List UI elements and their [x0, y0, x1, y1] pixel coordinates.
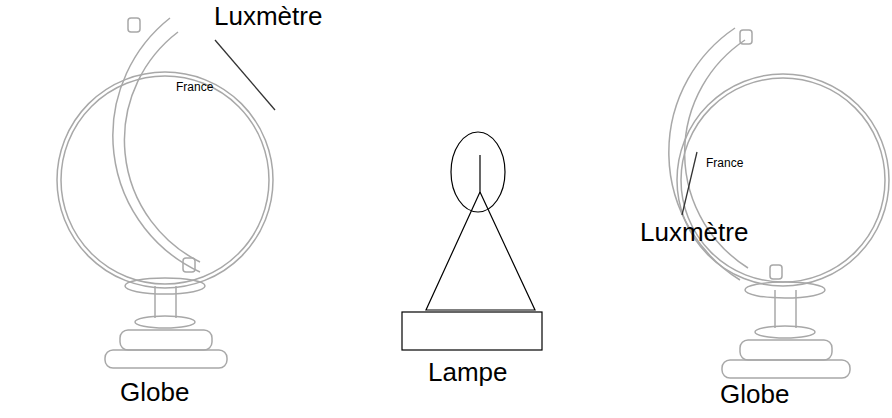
lamp — [402, 132, 542, 350]
instrument-label: Luxmètre — [640, 218, 748, 248]
object-label: Globe — [120, 378, 189, 408]
globe-right — [669, 28, 889, 378]
region-label: France — [706, 157, 743, 171]
object-label: Globe — [720, 380, 789, 410]
luxmetre-right — [682, 152, 697, 215]
instrument-label: Luxmètre — [214, 2, 322, 32]
region-label: France — [176, 81, 213, 95]
luxmetre-left — [215, 40, 275, 110]
object-label: Lampe — [428, 358, 508, 388]
